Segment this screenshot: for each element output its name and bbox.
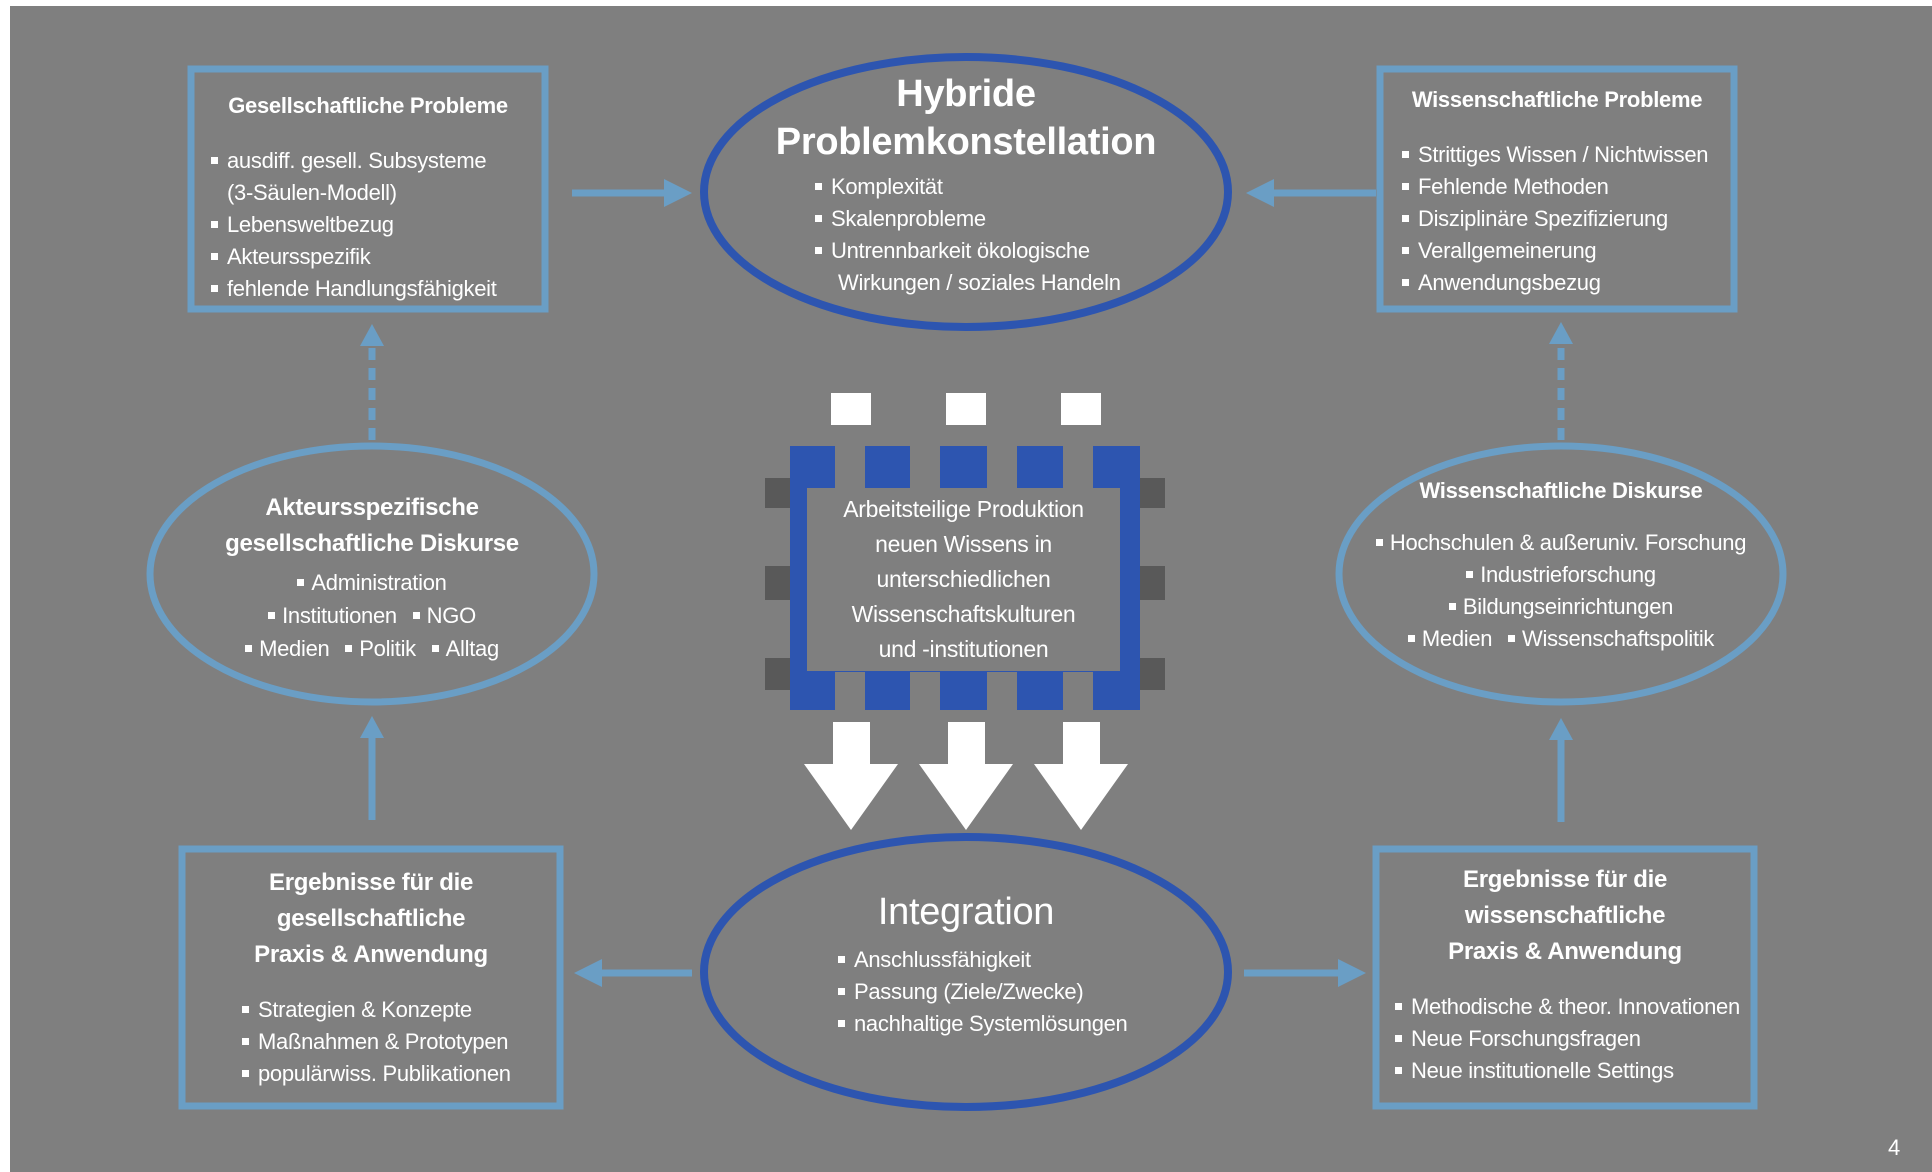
- list-item: fehlende Handlungsfähigkeit: [211, 273, 497, 305]
- list-item: Komplexität: [815, 171, 1121, 203]
- list-item-continuation: Wirkungen / soziales Handeln: [838, 270, 1121, 295]
- list-item: Passung (Ziele/Zwecke): [838, 976, 1128, 1008]
- hybrid-ellipse: [700, 53, 1232, 331]
- science-results-items: Methodische & theor. Innovationen Neue F…: [1395, 991, 1740, 1087]
- list-item: Industrieforschung: [1466, 562, 1656, 587]
- list-item: Administration: [297, 570, 447, 595]
- production-line: unterschiedlichen: [876, 566, 1051, 592]
- list-item: Alltag: [432, 636, 500, 661]
- list-item: Hochschulen & außeruniv. Forschung: [1376, 530, 1747, 555]
- list-item: Akteursspezifik: [211, 241, 497, 273]
- science-problems-box: [1376, 65, 1738, 313]
- society-results-title-line3: Praxis & Anwendung: [254, 941, 488, 968]
- list-item: Fehlende Methoden: [1402, 171, 1708, 203]
- list-item: Lebensweltbezug: [211, 209, 497, 241]
- science-discourses-ellipse: [1335, 442, 1787, 706]
- hybrid-title-line1: Hybride: [896, 73, 1036, 115]
- production-line: Arbeitsteilige Produktion: [843, 496, 1084, 522]
- list-item: populärwiss. Publikationen: [242, 1058, 511, 1090]
- science-problems-items: Strittiges Wissen / Nichtwissen Fehlende…: [1402, 139, 1709, 299]
- list-item: Strittiges Wissen / Nichtwissen: [1402, 139, 1709, 171]
- input-square-2: [946, 393, 986, 425]
- list-item: Neue institutionelle Settings: [1395, 1055, 1740, 1087]
- list-item: Maßnahmen & Prototypen: [242, 1026, 511, 1058]
- list-item: Politik: [345, 636, 416, 661]
- list-item: Wissenschaftspolitik: [1508, 626, 1714, 651]
- list-item: Medien: [245, 636, 330, 661]
- arrow-integration-to-society-results: [574, 959, 692, 987]
- list-item: Skalenprobleme: [815, 203, 1121, 235]
- society-problems-title: Gesellschaftliche Probleme: [228, 93, 508, 118]
- hybrid-items: Komplexität Skalenprobleme Untrennbarkei…: [815, 171, 1121, 299]
- arrow-integration-to-science-results: [1244, 959, 1366, 987]
- actor-discourses-items: Administration Institutionen NGO Medien …: [172, 566, 572, 665]
- production-line: und -institutionen: [878, 636, 1049, 662]
- list-item: Neue Forschungsfragen: [1395, 1023, 1740, 1055]
- science-results-title-line1: Ergebnisse für die: [1463, 866, 1667, 893]
- list-item: ausdiff. gesell. Subsysteme: [211, 145, 497, 177]
- list-item: Anschlussfähigkeit: [838, 944, 1128, 976]
- production-block: [765, 393, 1165, 710]
- list-item: Methodische & theor. Innovationen: [1395, 991, 1740, 1023]
- production-line: Wissenschaftskulturen: [851, 601, 1076, 627]
- dashed-arrow-actor-to-society-problems: [360, 324, 384, 440]
- science-results-box: [1372, 845, 1758, 1110]
- society-problems-items: ausdiff. gesell. Subsysteme (3-Säulen-Mo…: [211, 145, 497, 305]
- hybrid-title-line2: Problemkonstellation: [775, 121, 1157, 164]
- actor-discourses-title: Akteursspezifische gesellschaftliche Dis…: [172, 490, 572, 562]
- science-results-title: Ergebnisse für die wissenschaftliche Pra…: [1376, 862, 1754, 970]
- actor-discourses-title-line2: gesellschaftliche Diskurse: [225, 530, 519, 557]
- list-item: Strategien & Konzepte: [242, 994, 511, 1026]
- down-arrow-2: [919, 722, 1013, 830]
- input-square-3: [1061, 393, 1101, 425]
- society-results-title-line2: gesellschaftliche: [276, 905, 466, 932]
- list-item: Disziplinäre Spezifizierung: [1402, 203, 1708, 235]
- society-results-title-line1: Ergebnisse für die: [269, 869, 473, 896]
- list-item-continuation: (3-Säulen-Modell): [227, 180, 397, 205]
- society-results-box: [178, 845, 564, 1110]
- down-arrow-3: [1034, 722, 1128, 830]
- science-results-title-line2: wissenschaftliche: [1464, 902, 1666, 929]
- integration-ellipse: [700, 833, 1232, 1111]
- integration-title: Integration: [877, 891, 1055, 933]
- input-square-1: [831, 393, 871, 425]
- dashed-arrow-science-discourses-to-problems: [1549, 322, 1573, 440]
- list-item: Institutionen: [268, 603, 397, 628]
- hybrid-title: Hybride Problemkonstellation: [766, 70, 1166, 167]
- society-results-title: Ergebnisse für die gesellschaftliche Pra…: [182, 865, 560, 973]
- list-item: nachhaltige Systemlösungen: [838, 1008, 1128, 1040]
- down-arrow-1: [804, 722, 898, 830]
- science-problems-title: Wissenschaftliche Probleme: [1411, 87, 1703, 112]
- arrow-society-results-to-actor-discourses: [360, 716, 384, 820]
- actor-discourses-title-line1: Akteursspezifische: [265, 494, 479, 521]
- science-discourses-title: Wissenschaftliche Diskurse: [1419, 478, 1703, 503]
- arrow-science-results-to-science-discourses: [1549, 718, 1573, 822]
- science-discourses-items: Hochschulen & außeruniv. Forschung Indus…: [1341, 527, 1781, 655]
- list-item: NGO: [413, 603, 477, 628]
- arrow-society-to-hybrid: [572, 179, 692, 207]
- production-line: neuen Wissens in: [875, 531, 1052, 557]
- list-item: Untrennbarkeit ökologische: [815, 235, 1121, 267]
- science-results-title-line3: Praxis & Anwendung: [1448, 938, 1682, 965]
- list-item: Anwendungsbezug: [1402, 267, 1708, 299]
- actor-discourses-ellipse: [146, 442, 598, 706]
- arrow-science-to-hybrid: [1246, 179, 1376, 207]
- list-item: Medien: [1408, 626, 1493, 651]
- society-problems-box: [187, 65, 549, 313]
- integration-items: Anschlussfähigkeit Passung (Ziele/Zwecke…: [838, 944, 1128, 1040]
- society-results-items: Strategien & Konzepte Maßnahmen & Protot…: [242, 994, 511, 1090]
- list-item: Verallgemeinerung: [1402, 235, 1708, 267]
- production-text: Arbeitsteilige Produktion neuen Wissens …: [807, 492, 1120, 667]
- list-item: Bildungseinrichtungen: [1449, 594, 1674, 619]
- page-number: 4: [1888, 1135, 1900, 1160]
